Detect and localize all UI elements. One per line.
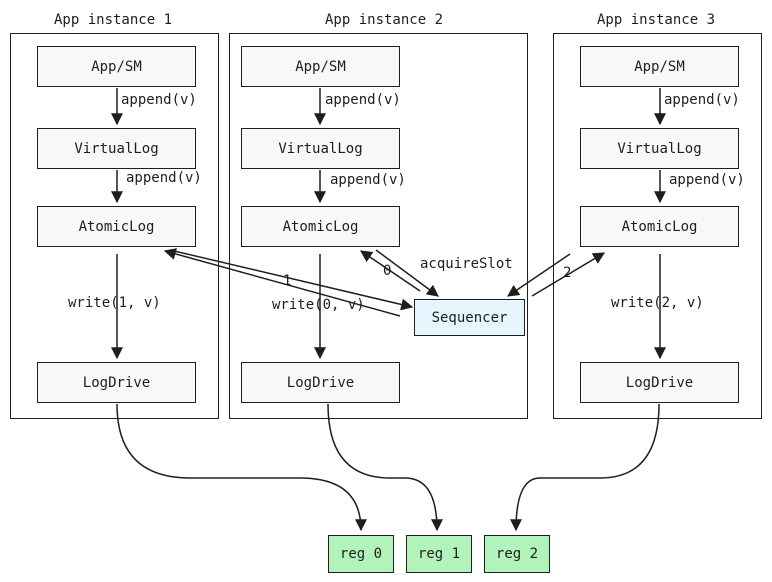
slot-label-0: 0	[383, 263, 392, 279]
instance-1-title: App instance 1	[54, 12, 173, 28]
instance-1-frame	[10, 33, 219, 419]
instance-1-append-label-2: append(v)	[126, 170, 202, 186]
instance-3-title: App instance 3	[597, 12, 716, 28]
instance-1-drive-to-reg-0-connector	[116, 403, 367, 532]
instance-3-frame	[553, 33, 762, 419]
instance-3-virtuallog-box: VirtualLog	[580, 128, 739, 169]
register-1: reg 1	[406, 535, 472, 573]
instance-2-virtuallog-box: VirtualLog	[241, 128, 400, 169]
instance-3-app-box: App/SM	[580, 46, 739, 87]
register-0: reg 0	[328, 535, 394, 573]
sequencer-to-instance-1-arrow	[163, 248, 401, 317]
instance-2-title: App instance 2	[325, 12, 444, 28]
instance-1-to-sequencer-arrow	[169, 249, 414, 311]
instance-2-drive-to-reg-1-connector	[327, 403, 443, 532]
instance-3-append-label-2: append(v)	[669, 172, 745, 188]
instance-2-frame	[229, 33, 528, 419]
sequencer-box: Sequencer	[414, 299, 525, 336]
slot-label-1: 1	[283, 273, 292, 289]
sequencer-to-instance-3-arrow	[531, 252, 606, 297]
instance-1-virtuallog-box: VirtualLog	[37, 128, 196, 169]
instance-1-write-label: write(1, v)	[68, 295, 161, 311]
instance-2-append-label-1: append(v)	[325, 92, 401, 108]
instance-3-append-label-1: append(v)	[664, 92, 740, 108]
instance-3-to-sequencer-arrow	[507, 253, 571, 297]
instance-2-append-label-2: append(v)	[330, 172, 406, 188]
instance-1-app-box: App/SM	[37, 46, 196, 87]
instance-2-to-sequencer-arrow	[375, 249, 439, 297]
instance-2-write-label: write(0, v)	[272, 297, 365, 313]
instance-3-drive-to-reg-2-connector	[510, 403, 660, 532]
instance-1-append-label-1: append(v)	[121, 92, 197, 108]
instance-3-logdrive-box: LogDrive	[580, 362, 739, 403]
instance-2-atomiclog-box: AtomicLog	[241, 206, 400, 247]
register-2: reg 2	[484, 535, 550, 573]
instance-3-atomiclog-box: AtomicLog	[580, 206, 739, 247]
slot-label-2: 2	[563, 265, 572, 281]
acquire-slot-label: acquireSlot	[420, 256, 513, 272]
instance-3-write-label: write(2, v)	[611, 295, 704, 311]
instance-1-logdrive-box: LogDrive	[37, 362, 196, 403]
sequencer-to-instance-2-arrow	[360, 250, 421, 292]
instance-2-app-box: App/SM	[241, 46, 400, 87]
instance-2-logdrive-box: LogDrive	[241, 362, 400, 403]
instance-1-atomiclog-box: AtomicLog	[37, 206, 196, 247]
